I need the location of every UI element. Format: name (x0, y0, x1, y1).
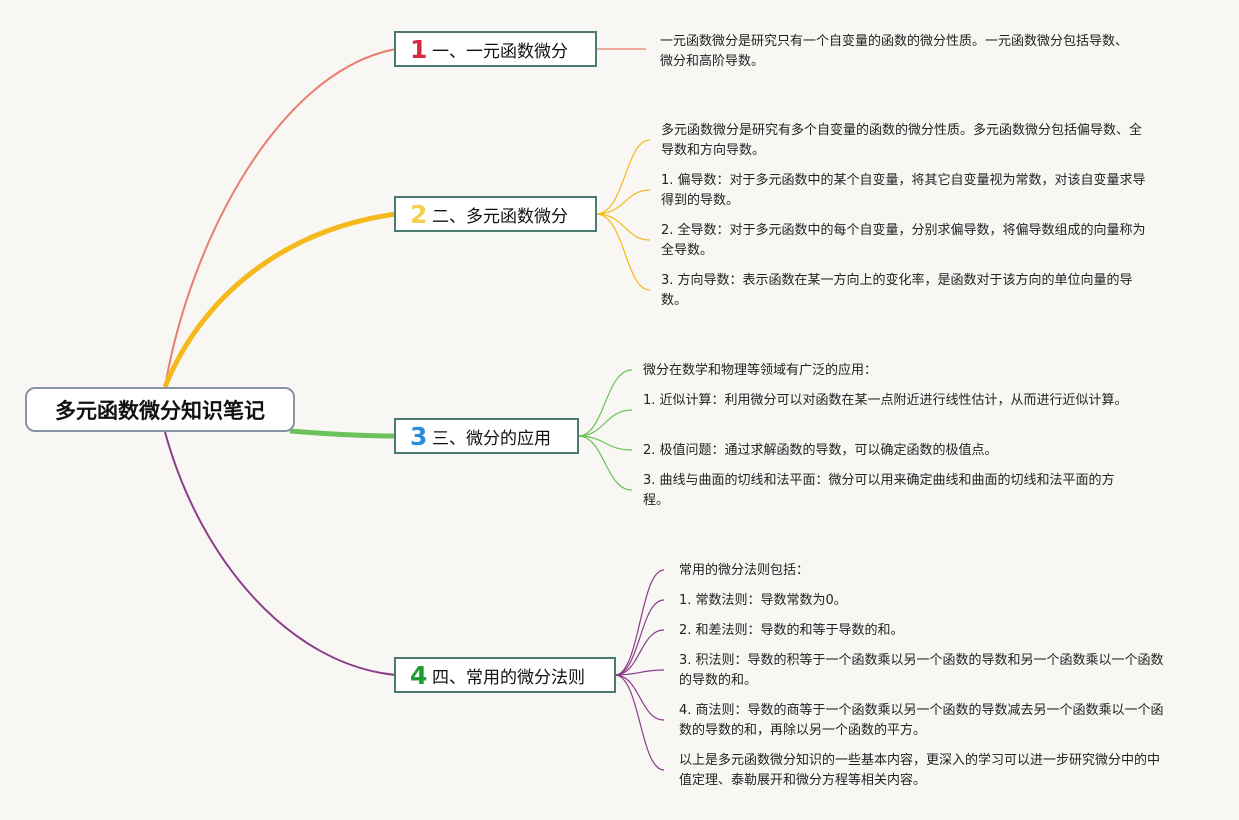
branch-topic-4[interactable]: 4 四、常用的微分法则 (394, 657, 616, 693)
branch-topic-1[interactable]: 1 一、一元函数微分 (394, 31, 597, 67)
branch-2-leaf-connectors (595, 139, 651, 291)
branch-label: 二、多元函数微分 (432, 206, 568, 227)
branch-4-leaf-connectors (614, 569, 665, 771)
branch-label: 三、微分的应用 (432, 428, 551, 449)
root-topic[interactable]: 多元函数微分知识笔记 (25, 387, 295, 432)
branch-label: 一、一元函数微分 (432, 41, 568, 62)
leaf-note[interactable]: 以上是多元函数微分知识的一些基本内容，更深入的学习可以进一步研究微分中的中值定理… (679, 753, 1161, 788)
branch-label: 四、常用的微分法则 (432, 667, 585, 688)
leaf-note[interactable]: 常用的微分法则包括： (679, 563, 810, 578)
leaf-note[interactable]: 3. 曲线与曲面的切线和法平面：微分可以用来确定曲线和曲面的切线和法平面的方程。 (643, 473, 1115, 508)
leaf-note[interactable]: 一元函数微分是研究只有一个自变量的函数的微分性质。一元函数微分包括导数、微分和高… (660, 34, 1129, 69)
branch-3-connector (289, 428, 397, 439)
leaf-note[interactable]: 4. 商法则：导数的商等于一个函数乘以另一个函数的导数减去另一个函数乘以一个函数… (679, 703, 1164, 738)
branch-topic-2[interactable]: 2 二、多元函数微分 (394, 196, 597, 232)
leaf-note[interactable]: 1. 常数法则：导数常数为0。 (679, 593, 847, 608)
leaf-note[interactable]: 3. 方向导数：表示函数在某一方向上的变化率，是函数对于该方向的单位向量的导数。 (661, 273, 1133, 308)
leaf-note[interactable]: 2. 和差法则：导数的和等于导数的和。 (679, 623, 904, 638)
number-badge-1: 1 (410, 34, 428, 64)
branch-topic-3[interactable]: 3 三、微分的应用 (394, 418, 579, 454)
branch-2-connector (162, 211, 397, 388)
branch-3-leaf-connectors (577, 369, 633, 491)
leaf-note[interactable]: 微分在数学和物理等领域有广泛的应用： (643, 363, 878, 378)
branch-1-connector (164, 48, 397, 388)
leaf-note[interactable]: 1. 近似计算：利用微分可以对函数在某一点附近进行线性估计，从而进行近似计算。 (643, 393, 1128, 408)
branch-4-connector (164, 431, 397, 676)
leaf-note[interactable]: 2. 极值问题：通过求解函数的导数，可以确定函数的极值点。 (643, 443, 998, 458)
number-badge-2: 2 (410, 199, 428, 229)
number-badge-4: 4 (410, 660, 428, 690)
leaf-note[interactable]: 2. 全导数：对于多元函数中的每个自变量，分别求偏导数，将偏导数组成的向量称为全… (661, 223, 1146, 258)
leaf-note[interactable]: 1. 偏导数：对于多元函数中的某个自变量，将其它自变量视为常数，对该自变量求导得… (661, 173, 1146, 208)
leaf-note[interactable]: 3. 积法则：导数的积等于一个函数乘以另一个函数的导数和另一个函数乘以一个函数的… (679, 653, 1164, 688)
number-badge-3: 3 (410, 421, 428, 451)
leaf-note[interactable]: 多元函数微分是研究有多个自变量的函数的微分性质。多元函数微分包括偏导数、全导数和… (661, 123, 1143, 158)
